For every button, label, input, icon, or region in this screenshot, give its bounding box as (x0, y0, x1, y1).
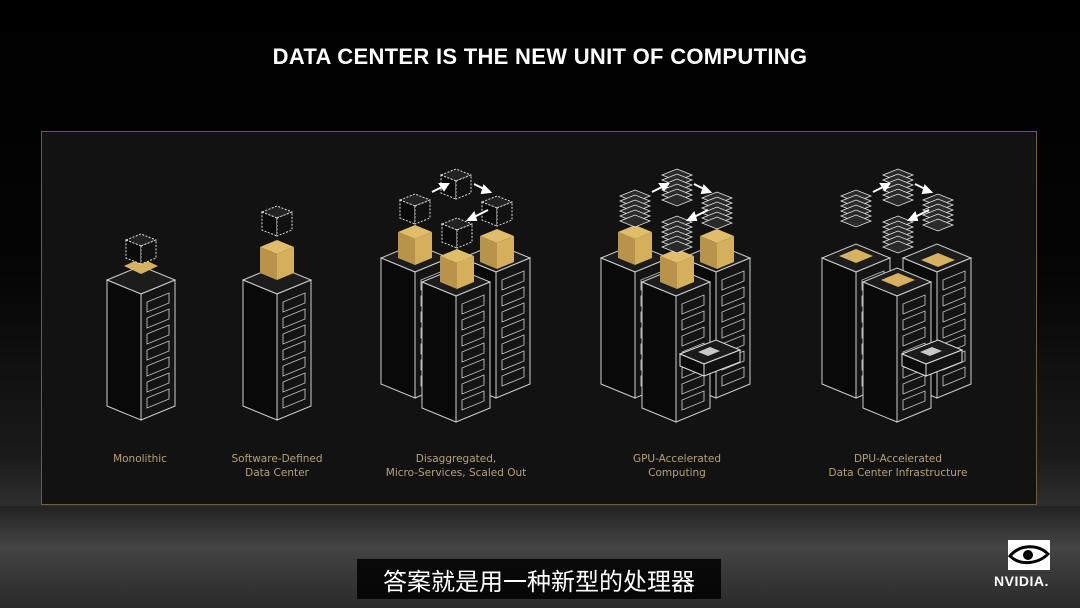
software-defined-stack (242, 205, 312, 421)
nvidia-logo-text: NVIDIA. (994, 573, 1049, 589)
nvidia-eye-icon (1007, 540, 1051, 570)
gpu-accelerated-cluster (600, 168, 751, 423)
monolithic-stack (106, 233, 176, 421)
label-disaggregated: Disaggregated,Micro-Services, Scaled Out (385, 453, 527, 479)
label-monolithic: Monolithic (113, 453, 167, 465)
flow-arrows (431, 183, 934, 221)
video-subtitle: 答案就是用一种新型的处理器 (357, 559, 721, 599)
page-title: DATA CENTER IS THE NEW UNIT OF COMPUTING (272, 44, 808, 69)
dpu-accelerated-cluster (821, 168, 972, 423)
disaggregated-cluster (380, 168, 531, 423)
